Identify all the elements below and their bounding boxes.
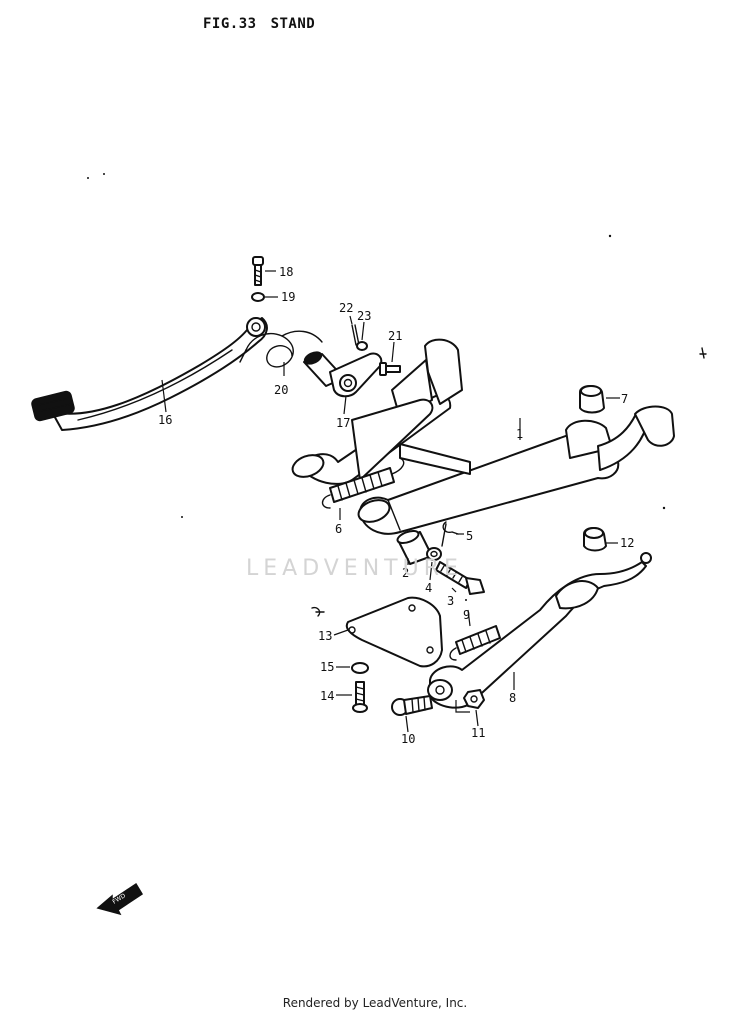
callout-23: 23 — [357, 309, 371, 323]
shaft-bolt-part — [379, 362, 401, 376]
side-stand-spring-part — [449, 625, 501, 661]
callout-17: 17 — [336, 416, 350, 430]
callout-22: 22 — [339, 301, 353, 315]
callout-numbers: 1 2 3 4 5 6 7 8 9 10 11 12 13 14 15 16 1… — [158, 265, 634, 746]
figure-number: FIG.33 — [203, 16, 257, 32]
front-direction-arrow-icon: FWD — [96, 882, 144, 916]
stand-spring-part — [321, 457, 405, 509]
split-pin-part — [441, 521, 459, 547]
callout-20: 20 — [274, 383, 288, 397]
callout-14: 14 — [320, 689, 334, 703]
callout-12: 12 — [620, 536, 634, 550]
stand-bracket-part — [311, 596, 443, 668]
callout-7: 7 — [621, 392, 628, 406]
pedal-bolt-part — [252, 256, 264, 286]
pedal-washer-part — [251, 292, 265, 302]
pivot-bolt-part — [435, 561, 485, 595]
footer-credit: Rendered by LeadVenture, Inc. — [282, 996, 468, 1010]
callout-21: 21 — [388, 329, 402, 343]
callout-1: 1 — [516, 427, 523, 441]
watermark: LEADVENTURE — [246, 556, 463, 581]
callout-10: 10 — [401, 732, 415, 746]
callout-11: 11 — [471, 726, 485, 740]
leader-lines — [161, 270, 620, 733]
shaft-washer-part — [356, 341, 368, 351]
stand-stopper-cap-part — [579, 385, 605, 414]
callout-13: 13 — [318, 629, 332, 643]
callout-19: 19 — [281, 290, 295, 304]
callout-18: 18 — [279, 265, 293, 279]
callout-15: 15 — [320, 660, 334, 674]
side-stand-part — [427, 552, 652, 709]
pedal-return-spring-part — [239, 330, 323, 368]
bracket-bolt-part — [352, 681, 368, 713]
callout-3: 3 — [447, 594, 454, 608]
pivot-washer-part — [426, 547, 442, 561]
side-stand-cap-part — [583, 527, 607, 552]
callout-16: 16 — [158, 413, 172, 427]
side-stand-bolt-part — [391, 695, 433, 716]
scan-specks — [87, 173, 707, 601]
side-stand-nut-part — [463, 689, 485, 709]
bracket-washer-part — [351, 662, 369, 674]
figure-name: STAND — [270, 16, 316, 32]
callout-6: 6 — [335, 522, 342, 536]
brake-pedal-part — [31, 317, 268, 431]
figure-title: FIG.33 STAND — [203, 16, 315, 32]
callout-4: 4 — [425, 581, 432, 595]
main-stand-part — [291, 338, 675, 535]
callout-8: 8 — [509, 691, 516, 705]
callout-5: 5 — [466, 529, 473, 543]
callout-2: 2 — [402, 566, 409, 580]
cotter-pin-part — [351, 324, 360, 346]
callout-9: 9 — [463, 608, 470, 622]
pedal-shaft-part — [303, 351, 383, 398]
